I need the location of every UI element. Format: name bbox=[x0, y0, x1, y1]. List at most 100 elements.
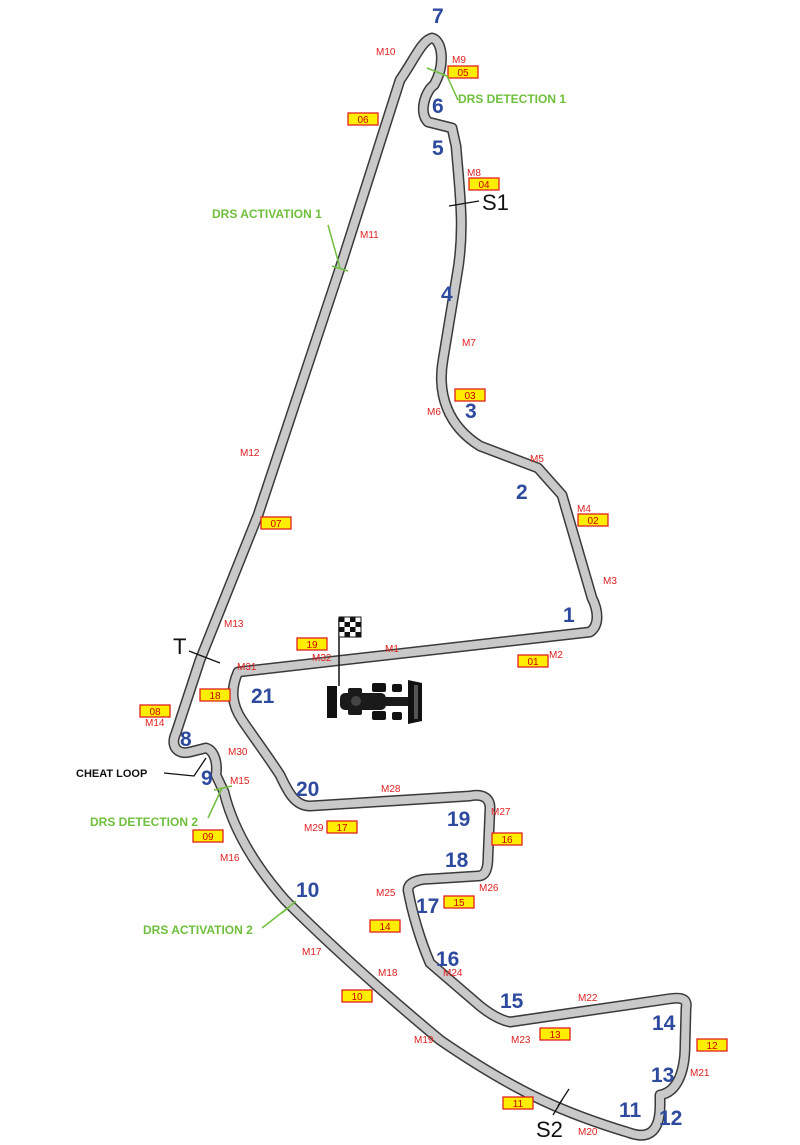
drs-zones: DRS DETECTION 1 DRS ACTIVATION 1 DRS DET… bbox=[90, 67, 566, 937]
marshal-post-06: 06 bbox=[347, 112, 379, 126]
marshal-post-03: 03 bbox=[454, 388, 486, 402]
marker-m20: M20 bbox=[578, 1127, 598, 1138]
svg-text:13: 13 bbox=[549, 1030, 561, 1041]
marker-m24: M24 bbox=[443, 968, 463, 979]
turn-18: 18 bbox=[445, 849, 469, 872]
marshal-posts: 01 02 03 04 05 06 07 08 09 10 11 12 13 1… bbox=[139, 65, 728, 1110]
marker-m26: M26 bbox=[479, 883, 499, 894]
svg-text:08: 08 bbox=[149, 707, 161, 718]
svg-text:05: 05 bbox=[457, 68, 469, 79]
marker-m2: M2 bbox=[549, 650, 563, 661]
svg-text:02: 02 bbox=[587, 516, 599, 527]
marshal-post-07: 07 bbox=[260, 516, 292, 530]
turn-20: 20 bbox=[296, 778, 319, 801]
drs-detection-1-line bbox=[426, 67, 448, 77]
turn-14: 14 bbox=[652, 1012, 676, 1035]
turn-numbers: 1 2 3 4 5 6 7 8 9 10 11 12 13 14 15 16 1… bbox=[180, 5, 682, 1130]
turn-17: 17 bbox=[416, 895, 439, 918]
turn-8: 8 bbox=[180, 728, 192, 751]
marker-m32: M32 bbox=[312, 653, 332, 664]
sector-lines: S1 S2 T bbox=[173, 190, 570, 1142]
marker-m15: M15 bbox=[230, 776, 250, 787]
turn-6: 6 bbox=[432, 95, 444, 118]
svg-text:18: 18 bbox=[209, 691, 221, 702]
svg-text:03: 03 bbox=[464, 391, 476, 402]
turn-11: 11 bbox=[619, 1099, 642, 1122]
marker-m1: M1 bbox=[385, 644, 399, 655]
marker-m5: M5 bbox=[530, 454, 544, 465]
marshal-post-14: 14 bbox=[369, 919, 401, 933]
drs-detection-1-label: DRS DETECTION 1 bbox=[458, 92, 566, 106]
turn-12: 12 bbox=[659, 1107, 682, 1130]
svg-text:15: 15 bbox=[453, 898, 465, 909]
marshal-post-18: 18 bbox=[199, 688, 231, 702]
drs-activation-2-leader bbox=[261, 906, 290, 929]
marshal-post-15: 15 bbox=[443, 895, 475, 909]
turn-1: 1 bbox=[563, 604, 575, 627]
turn-15: 15 bbox=[500, 990, 524, 1013]
track-markers: M1 M2 M3 M4 M5 M6 M7 M8 M9 M10 M11 M12 M… bbox=[145, 47, 710, 1138]
marker-m28: M28 bbox=[381, 784, 401, 795]
marker-m4: M4 bbox=[577, 504, 591, 515]
drs-detection-1-leader bbox=[446, 75, 459, 101]
marker-m10: M10 bbox=[376, 47, 396, 58]
track-outline bbox=[168, 32, 692, 1141]
svg-text:04: 04 bbox=[478, 180, 490, 191]
svg-text:09: 09 bbox=[202, 832, 214, 843]
marker-m19: M19 bbox=[414, 1035, 434, 1046]
turn-9: 9 bbox=[201, 767, 213, 790]
marker-m13: M13 bbox=[224, 619, 244, 630]
marker-m17: M17 bbox=[302, 947, 322, 958]
turn-4: 4 bbox=[441, 283, 453, 306]
marker-m12: M12 bbox=[240, 448, 260, 459]
drs-activation-1-line bbox=[331, 265, 349, 272]
marker-m11: M11 bbox=[360, 230, 379, 241]
cheat-loop-leader bbox=[163, 757, 207, 777]
marker-m30: M30 bbox=[228, 747, 248, 758]
drs-activation-2-label: DRS ACTIVATION 2 bbox=[143, 923, 253, 937]
marker-m9: M9 bbox=[452, 55, 466, 66]
marker-m23: M23 bbox=[511, 1035, 531, 1046]
marker-m21: M21 bbox=[690, 1068, 710, 1079]
marshal-post-13: 13 bbox=[539, 1027, 571, 1041]
svg-text:06: 06 bbox=[357, 115, 369, 126]
turn-19: 19 bbox=[447, 808, 470, 831]
sector-2-label: S2 bbox=[536, 1117, 563, 1142]
svg-text:01: 01 bbox=[527, 657, 539, 668]
drs-detection-2-label: DRS DETECTION 2 bbox=[90, 815, 198, 829]
marker-m25: M25 bbox=[376, 888, 396, 899]
svg-text:07: 07 bbox=[270, 519, 282, 530]
marshal-post-01: 01 bbox=[517, 654, 549, 668]
marker-m27: M27 bbox=[491, 807, 511, 818]
marshal-post-09: 09 bbox=[192, 829, 224, 843]
svg-text:12: 12 bbox=[706, 1041, 718, 1052]
marker-m14: M14 bbox=[145, 718, 165, 729]
turn-2: 2 bbox=[516, 481, 528, 504]
drs-detection-2-line bbox=[213, 785, 233, 791]
marshal-post-10: 10 bbox=[341, 989, 373, 1003]
marshal-post-17: 17 bbox=[326, 820, 358, 834]
marshal-post-19: 19 bbox=[296, 637, 328, 651]
svg-text:19: 19 bbox=[306, 640, 318, 651]
cheat-loop: CHEAT LOOP bbox=[76, 757, 207, 780]
checkered-flag-icon bbox=[338, 616, 362, 686]
cheat-loop-label: CHEAT LOOP bbox=[76, 768, 147, 780]
drs-activation-1-label: DRS ACTIVATION 1 bbox=[212, 207, 322, 221]
svg-text:11: 11 bbox=[513, 1099, 524, 1110]
timing-line bbox=[188, 650, 221, 664]
marshal-post-16: 16 bbox=[491, 832, 523, 846]
sector-1-label: S1 bbox=[482, 190, 509, 215]
turn-5: 5 bbox=[432, 137, 444, 160]
turn-10: 10 bbox=[296, 879, 319, 902]
turn-3: 3 bbox=[465, 400, 477, 423]
marker-m16: M16 bbox=[220, 853, 240, 864]
marshal-post-12: 12 bbox=[696, 1038, 728, 1052]
svg-text:16: 16 bbox=[501, 835, 513, 846]
timing-label: T bbox=[173, 634, 186, 659]
marshal-post-05: 05 bbox=[447, 65, 479, 79]
marker-m7: M7 bbox=[462, 338, 476, 349]
turn-13: 13 bbox=[651, 1064, 674, 1087]
drs-activation-1-leader bbox=[327, 224, 341, 269]
svg-text:17: 17 bbox=[336, 823, 348, 834]
f1-car-icon bbox=[327, 680, 422, 724]
